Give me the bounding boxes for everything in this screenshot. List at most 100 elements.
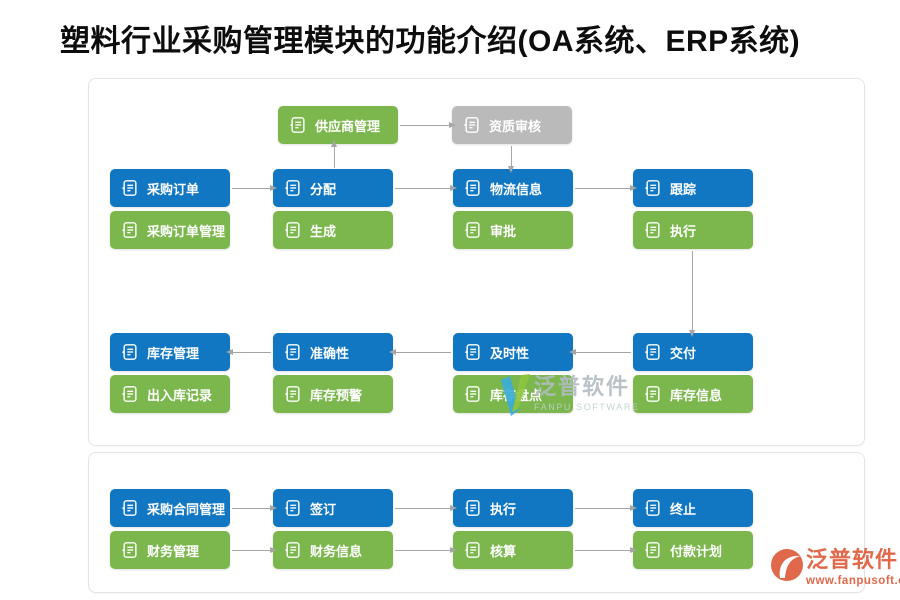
document-icon: [284, 385, 302, 403]
arrow-delivery-to-timeliness: [569, 349, 631, 355]
node-label: 分配: [310, 181, 337, 197]
document-icon: [121, 385, 139, 403]
document-icon: [644, 179, 662, 197]
document-icon: [121, 541, 139, 559]
node-execution: 执行: [633, 211, 753, 249]
node-label: 库存管理: [147, 345, 200, 361]
node-accounting: 核算: [453, 531, 573, 569]
node-qualification-audit: 资质审核: [452, 106, 572, 144]
node-label: 审批: [490, 223, 517, 239]
document-icon: [284, 179, 302, 197]
node-approval: 审批: [453, 211, 573, 249]
arrow-execution-to-delivery: [689, 251, 695, 337]
arrow-allocation-to-supplier: [331, 140, 337, 168]
document-icon: [464, 343, 482, 361]
document-icon: [121, 343, 139, 361]
watermark-name: 泛普软件: [534, 374, 631, 399]
node-label: 采购订单: [147, 181, 200, 197]
node-inventory-alert: 库存预警: [273, 375, 393, 413]
arrow-allocation-to-logistics: [395, 185, 457, 191]
node-label: 库存信息: [670, 387, 723, 403]
document-icon: [121, 179, 139, 197]
node-label: 交付: [670, 345, 697, 361]
document-icon: [464, 385, 482, 403]
node-termination: 终止: [633, 489, 753, 527]
arrow-financeinfo-to-accounting: [395, 547, 457, 553]
arrow-supplier-to-qualification: [400, 122, 456, 128]
node-label: 执行: [670, 223, 697, 239]
watermark-subtitle: FANPU SOFTWARE: [534, 402, 640, 412]
arrow-contract-to-signing: [232, 505, 277, 511]
document-icon: [284, 541, 302, 559]
node-inventory-info: 库存信息: [633, 375, 753, 413]
document-icon: [121, 499, 139, 517]
arrow-signing-to-execution: [395, 505, 457, 511]
arrow-execution-to-termination: [575, 505, 637, 511]
node-label: 采购合同管理: [147, 501, 226, 517]
node-generate: 生成: [273, 211, 393, 249]
node-label: 物流信息: [490, 181, 543, 197]
document-icon: [644, 385, 662, 403]
node-delivery: 交付: [633, 333, 753, 371]
node-signing: 签订: [273, 489, 393, 527]
document-icon: [284, 343, 302, 361]
fanpu-logo-icon: [501, 374, 530, 416]
node-label: 库存盘点: [490, 387, 543, 403]
node-timeliness: 及时性: [453, 333, 573, 371]
node-label: 执行: [490, 501, 517, 517]
arrow-accuracy-to-inventory: [226, 349, 271, 355]
document-icon: [284, 221, 302, 239]
node-label: 出入库记录: [147, 387, 213, 403]
fanpu-swirl-icon: [771, 549, 803, 581]
arrow-accounting-to-payment: [575, 547, 637, 553]
node-allocation: 分配: [273, 169, 393, 207]
document-icon: [284, 499, 302, 517]
document-icon: [644, 541, 662, 559]
node-label: 库存预警: [310, 387, 363, 403]
node-logistics-info: 物流信息: [453, 169, 573, 207]
node-label: 资质审核: [489, 118, 542, 134]
node-contract-execution: 执行: [453, 489, 573, 527]
node-purchase-order: 采购订单: [110, 169, 230, 207]
document-icon: [644, 499, 662, 517]
node-accuracy: 准确性: [273, 333, 393, 371]
node-label: 及时性: [490, 345, 530, 361]
node-inventory-management: 库存管理: [110, 333, 230, 371]
document-icon: [464, 221, 482, 239]
node-purchase-order-management: 采购订单管理: [110, 211, 230, 249]
document-icon: [464, 541, 482, 559]
node-label: 付款计划: [670, 543, 723, 559]
node-inout-records: 出入库记录: [110, 375, 230, 413]
node-label: 核算: [490, 543, 517, 559]
arrow-logistics-to-tracking: [575, 185, 637, 191]
watermark-url: www.fanpusoft.com: [806, 575, 900, 587]
document-icon: [464, 499, 482, 517]
node-label: 财务管理: [147, 543, 200, 559]
node-label: 终止: [670, 501, 697, 517]
watermark-corner-logo: 泛普软件 www.fanpusoft.com: [770, 546, 900, 587]
node-label: 生成: [310, 223, 337, 239]
arrow-financemgmt-to-financeinfo: [232, 547, 277, 553]
document-icon: [463, 116, 481, 134]
node-label: 跟踪: [670, 181, 697, 197]
node-label: 采购订单管理: [147, 223, 226, 239]
watermark-name: 泛普软件: [806, 547, 899, 572]
node-label: 准确性: [310, 345, 350, 361]
node-finance-info: 财务信息: [273, 531, 393, 569]
node-tracking: 跟踪: [633, 169, 753, 207]
arrow-order-to-allocation: [232, 185, 277, 191]
document-icon: [644, 221, 662, 239]
document-icon: [289, 116, 307, 134]
arrow-qualification-to-logistics: [508, 146, 514, 173]
document-icon: [121, 221, 139, 239]
arrow-timeliness-to-accuracy: [389, 349, 451, 355]
node-purchase-contract-management: 采购合同管理: [110, 489, 230, 527]
document-icon: [644, 343, 662, 361]
document-icon: [464, 179, 482, 197]
node-payment-plan: 付款计划: [633, 531, 753, 569]
watermark-center: 泛普软件 FANPU SOFTWARE: [500, 374, 640, 416]
node-label: 供应商管理: [315, 118, 381, 134]
node-finance-management: 财务管理: [110, 531, 230, 569]
node-label: 财务信息: [310, 543, 363, 559]
node-supplier-management: 供应商管理: [278, 106, 398, 144]
